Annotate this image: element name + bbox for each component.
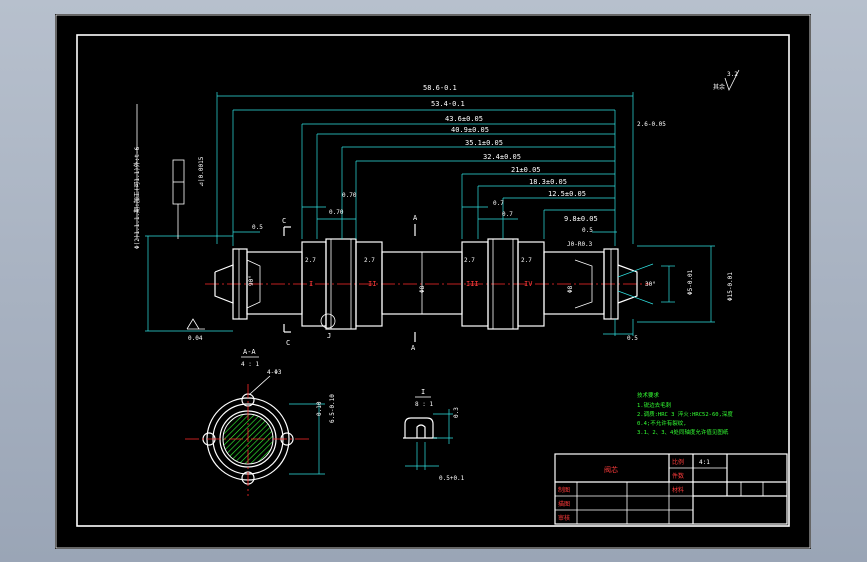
dim-2-7-d: 2.7 (521, 257, 532, 264)
detail-i-dim2: 0.5+0.1 (439, 475, 465, 482)
section-a-top: A (413, 214, 418, 222)
dim-43-6: 43.6±0.05 (445, 115, 483, 123)
scale-label: 比例 (672, 458, 684, 466)
note-title: 技术要求 (637, 391, 660, 399)
note-3: 0.4;不允许有裂纹, (637, 419, 687, 427)
section-a-a: A-A 4 : 1 4-Φ3 6.5-0.10 0.10 (185, 348, 336, 496)
dim-0-5-bottom: 0.5 (627, 335, 638, 342)
dia-8-left: Φ8 (419, 285, 426, 293)
detail-j-mark: J (327, 332, 331, 340)
drawing-canvas: 58.6-0.1 53.4-0.1 43.6±0.05 40.9±0.05 35… (55, 14, 811, 549)
section-c-bottom: C (286, 339, 290, 347)
section-a-bottom: A (411, 344, 416, 352)
dim-35-1: 35.1±0.05 (465, 139, 503, 147)
dim-0-5-left: 0.5 (252, 224, 263, 231)
section-c-top: C (282, 217, 286, 225)
datum-note: 0.04 (188, 335, 203, 342)
angle-90: 90° (248, 275, 255, 286)
dim-53-4: 53.4-0.1 (431, 100, 465, 108)
body-left (246, 251, 303, 315)
pos-i: I (309, 280, 313, 288)
dim-2-7-c: 2.7 (464, 257, 475, 264)
dim-2-6: 2.6-0.05 (637, 121, 666, 128)
dim-21: 21±0.05 (511, 166, 541, 174)
dim-9-8: 9.8±0.05 (564, 215, 598, 223)
dim-40-9: 40.9±0.05 (451, 126, 489, 134)
right-cone (617, 264, 638, 304)
dimension-labels: 58.6-0.1 53.4-0.1 43.6±0.05 40.9±0.05 35… (133, 69, 740, 352)
row-drawn: 制图 (558, 486, 570, 494)
roughness-label: 其余 (713, 83, 725, 91)
detail-i-scale: 8 : 1 (415, 401, 433, 408)
dim-0-7-b: 0.7 (502, 211, 513, 218)
sheet-border (55, 14, 811, 549)
title-block: 阀芯 比例 4:1 件数 材料 制图 描图 审核 (554, 453, 788, 525)
dim-32-4: 32.4±0.05 (483, 153, 521, 161)
dimensions-top (136, 92, 715, 342)
detail-i-title: I (421, 388, 425, 396)
qty-label: 件数 (672, 472, 684, 480)
pos-ii: II (368, 280, 376, 288)
dim-18-3: 18.3±0.05 (529, 178, 567, 186)
dim-12-5: 12.5±0.05 (548, 190, 586, 198)
part-name: 阀芯 (604, 465, 618, 474)
dim-2-7-b: 2.7 (364, 257, 375, 264)
detail-i-dim: 0.3 (453, 407, 460, 418)
note-4: 3.1、2、3、4处同轴度允许值见图纸 (637, 428, 729, 436)
drawing-frame (76, 34, 790, 527)
dim-0-7-a: 0.7 (493, 200, 504, 207)
dim-58-6: 58.6-0.1 (423, 84, 457, 92)
row-checked: 审核 (558, 514, 570, 522)
note-1: 1.锐边去毛刺 (637, 401, 672, 409)
section-a-dim1: 6.5-0.10 (329, 394, 336, 423)
drawing-sheet[interactable]: 58.6-0.1 53.4-0.1 43.6±0.05 40.9±0.05 35… (55, 14, 811, 549)
dia-5: Φ5-0.01 (687, 269, 694, 295)
dia-15: Φ15-0.01 (727, 272, 734, 301)
detail-i-view: I 8 : 1 0.3 0.5+0.1 (403, 388, 465, 482)
material-label: 材料 (672, 486, 684, 494)
pos-iii: III (466, 280, 479, 288)
left-spec-note: Φ(2)1.1.1.期:加工(可1.1)外:t-6 (133, 146, 141, 249)
section-a-title: A-A (243, 348, 256, 356)
note-2: 2.调质:HRC 3 淬火:HRC52-60,深度 (637, 410, 733, 418)
roughness-value: 3.2 (727, 71, 738, 78)
tolerance-value: ⊿|0.0015 (198, 156, 205, 187)
detail-i-profile (404, 417, 434, 438)
body-right (543, 251, 605, 315)
technical-notes: 技术要求 1.锐边去毛刺 2.调质:HRC 3 淬火:HRC52-60,深度 0… (637, 391, 733, 436)
dim-0-5-right: 0.5 (582, 227, 593, 234)
dim-0-70-a: 0.70 (342, 192, 357, 199)
row-traced: 描图 (558, 500, 570, 508)
section-a-dim2: 0.10 (316, 401, 323, 416)
section-a-scale: 4 : 1 (241, 361, 259, 368)
dim-2-7-a: 2.7 (305, 257, 316, 264)
shaft-main-view (205, 238, 654, 330)
dim-0-70-b: 0.70 (329, 209, 344, 216)
section-a-holes: 4-Φ3 (267, 369, 282, 376)
dia-8-right: Φ8 (567, 285, 574, 293)
pos-iv: IV (524, 280, 533, 288)
scale-value: 4:1 (699, 459, 710, 466)
detail-circle-j (320, 313, 336, 329)
angle-30: 30° (645, 281, 656, 288)
dim-radius: J0-R0.3 (567, 241, 593, 248)
